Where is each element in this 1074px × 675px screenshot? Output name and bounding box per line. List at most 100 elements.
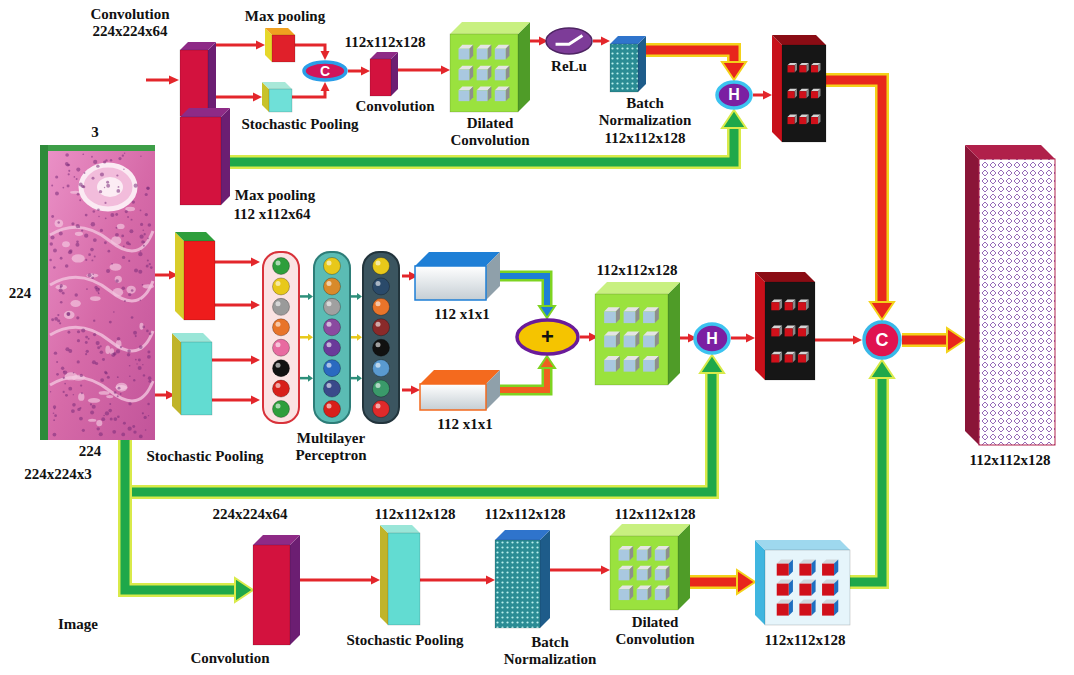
tissue-nucleus: [88, 253, 91, 256]
tissue-nucleus: [68, 387, 72, 391]
tissue-nucleus: [76, 240, 79, 243]
dimension-label: 3: [80, 124, 110, 141]
cube-front: [771, 355, 779, 363]
cube-front: [788, 65, 795, 72]
arrow-connector: [216, 45, 256, 46]
tissue-nucleus: [144, 233, 146, 235]
tissue-nucleus: [51, 318, 54, 321]
tissue-light: [96, 420, 102, 426]
tissue-nucleus: [148, 380, 151, 383]
tissue-nucleus: [93, 238, 97, 242]
tissue-nucleus: [105, 217, 107, 219]
arrow-line: [680, 337, 688, 340]
cube-front: [811, 65, 818, 72]
tissue-nucleus: [92, 273, 94, 275]
tissue-light: [117, 224, 125, 229]
perceptron-link-head: [357, 375, 362, 382]
tissue-nucleus: [146, 186, 149, 189]
arrow-outline: [125, 373, 712, 492]
tissue-nucleus: [114, 391, 117, 394]
tissue-nucleus: [139, 435, 143, 439]
tissue-nucleus: [100, 229, 103, 232]
node-label: 112x112x128: [600, 506, 710, 523]
cube-front: [655, 550, 666, 561]
tissue-nucleus: [93, 333, 96, 336]
neuron: [273, 278, 290, 295]
arrow-line: [216, 44, 256, 47]
arrow-line: [690, 578, 737, 587]
cube-side: [469, 86, 473, 101]
neuron: [273, 319, 290, 336]
neuron-highlight: [276, 342, 281, 347]
block-top: [265, 28, 295, 35]
tissue-nucleus: [127, 349, 131, 353]
cube-side: [806, 115, 808, 125]
max-pooling-block: Max pooling112 x112x64: [180, 108, 230, 205]
tissue-nucleus: [118, 186, 120, 188]
cube-front: [477, 69, 488, 80]
tissue-fiber: [50, 327, 153, 351]
tissue-light: [64, 311, 75, 319]
arrow-connector: [593, 41, 601, 42]
shape-outline: [610, 524, 690, 610]
tissue-nucleus: [81, 392, 83, 394]
tissue-nucleus: [97, 208, 100, 211]
tissue-light: [72, 254, 85, 262]
arrow-line: [212, 399, 251, 402]
tissue-nucleus: [120, 393, 122, 395]
cube-side: [779, 299, 782, 310]
tissue-fiber: [50, 377, 153, 401]
tissue-image: [48, 151, 155, 440]
cube-front: [811, 91, 818, 98]
tissue-nucleus: [140, 250, 141, 251]
cube-front: [637, 550, 648, 561]
tissue-nucleus: [69, 249, 73, 253]
arrow-connector: [731, 338, 746, 339]
cube-front: [604, 311, 616, 323]
shape-outline: [495, 530, 550, 628]
tissue-nucleus: [134, 184, 138, 188]
bar-top: [415, 252, 500, 266]
node-label: ReLu: [539, 58, 599, 75]
tissue-nucleus: [51, 215, 54, 218]
tissue-nucleus: [133, 331, 137, 335]
cube-side: [635, 307, 639, 323]
cube-side: [648, 566, 652, 581]
tissue-nucleus: [125, 210, 128, 213]
tissue-nucleus: [117, 376, 119, 378]
block-top: [610, 524, 690, 536]
neuron-highlight: [327, 322, 332, 327]
neuron: [373, 401, 390, 418]
cube-front: [624, 336, 636, 348]
arrow-outline: [690, 575, 737, 589]
tissue-nucleus: [142, 229, 144, 231]
tissue-light: [106, 395, 113, 398]
block-face: [765, 282, 815, 380]
tissue-nucleus: [96, 341, 100, 345]
node-label: Max pooling: [220, 187, 330, 204]
cube-side: [666, 546, 670, 561]
arrow-connector: [402, 276, 409, 277]
tissue-nucleus: [128, 293, 131, 296]
tissue-nucleus: [111, 263, 113, 265]
tissue-nucleus: [102, 358, 105, 361]
block-face: [979, 159, 1055, 445]
input-stub-arrow: [146, 79, 169, 82]
tissue-light: [62, 241, 70, 247]
tissue-nucleus: [138, 366, 142, 370]
arrow-line: [753, 94, 763, 97]
cube-side: [629, 585, 633, 600]
tissue-nucleus: [145, 213, 148, 216]
cube-front: [777, 584, 789, 596]
tissue-nucleus: [62, 292, 65, 295]
tissue-nucleus: [76, 178, 78, 180]
arrow-line: [815, 339, 853, 342]
vector-bar: 112 x1x1: [420, 370, 500, 410]
tissue-nucleus: [143, 374, 145, 376]
cube-side: [789, 599, 793, 615]
tissue-nucleus: [55, 175, 58, 178]
feature-map-block: [772, 35, 826, 142]
node-label: 112 x1x1: [425, 416, 505, 433]
arrow-connector: [530, 41, 539, 42]
tissue-nucleus: [133, 430, 136, 433]
